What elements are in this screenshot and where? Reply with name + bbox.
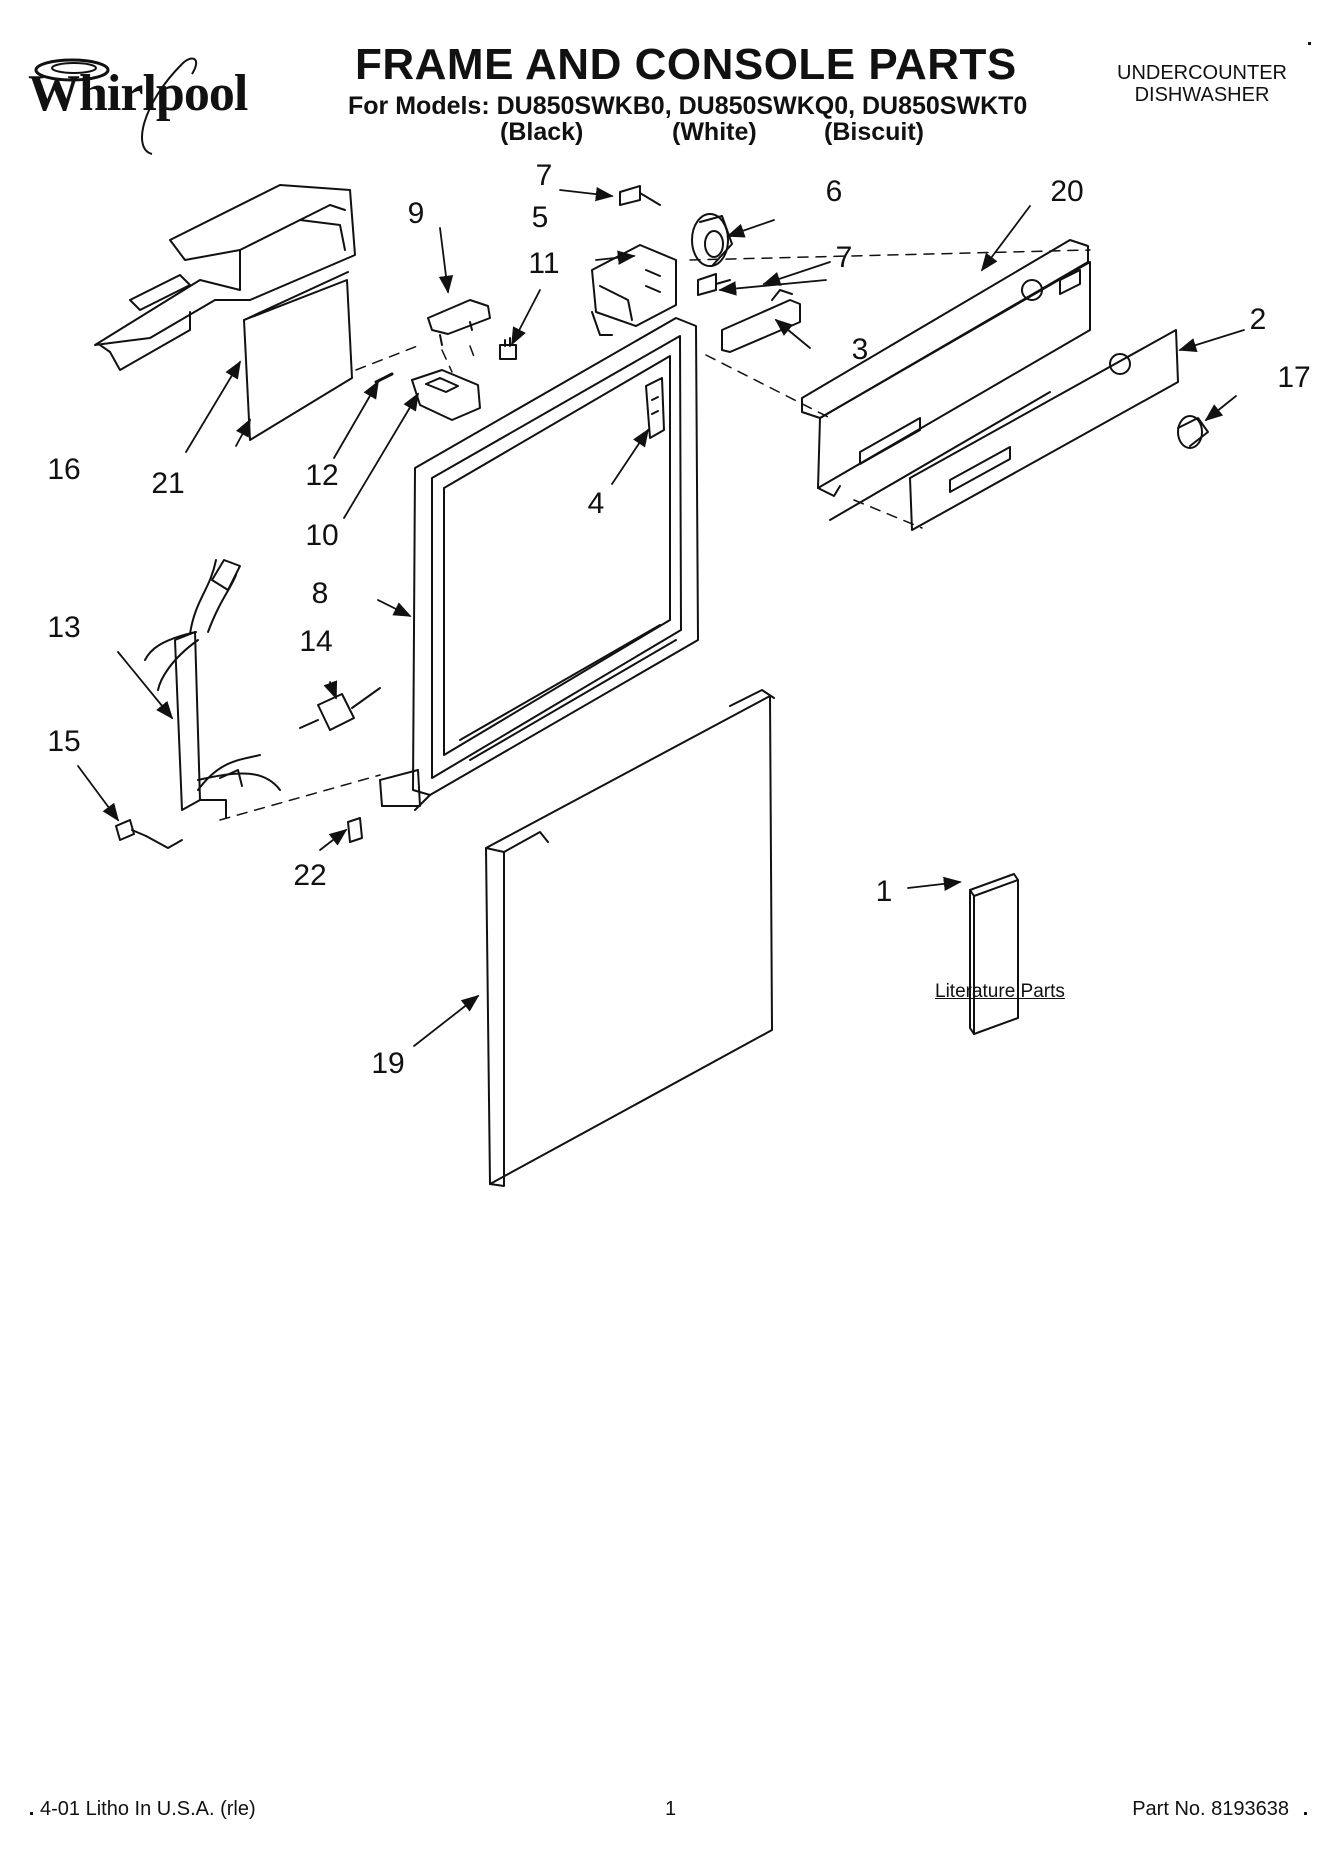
whirlpool-logo	[32, 44, 272, 164]
callout-19: 19	[371, 1047, 405, 1080]
part-13-harness	[144, 559, 281, 819]
callout-14: 14	[299, 625, 333, 658]
part-6-dial	[691, 213, 733, 267]
callout-7-mid: 7	[835, 241, 853, 274]
literature-parts-label: Literature Parts	[935, 981, 1065, 1002]
callout-1: 1	[875, 875, 893, 908]
model-list: For Models: DU850SWKB0, DU850SWKQ0, DU85…	[348, 92, 1028, 120]
part-10-bracket	[411, 369, 481, 421]
callout-10: 10	[305, 519, 339, 552]
appliance-type-line2: DISHWASHER	[1134, 84, 1270, 106]
callout-3: 3	[851, 333, 869, 366]
callout-16: 16	[47, 453, 81, 486]
callout-21: 21	[151, 467, 185, 500]
footer-part-number: Part No. 8193638	[1132, 1798, 1289, 1820]
callout-9: 9	[407, 197, 425, 230]
callout-arrows	[77, 186, 1245, 1047]
callout-8: 8	[311, 577, 329, 610]
callout-22: 22	[293, 859, 327, 892]
part-14-sensor	[299, 687, 381, 731]
callout-7-top: 7	[535, 159, 553, 192]
logo-wordmark: Whirlpool	[28, 65, 248, 122]
callout-6: 6	[825, 175, 843, 208]
callout-15: 15	[47, 725, 81, 758]
corner-mark	[30, 1812, 33, 1815]
part-8-frame	[379, 317, 699, 811]
appliance-type-line1: UNDERCOUNTER	[1117, 62, 1287, 84]
footer-litho: 4-01 Litho In U.S.A. (rle)	[40, 1798, 256, 1820]
callout-17: 17	[1277, 361, 1311, 394]
part-3-switch	[721, 289, 801, 353]
part-7-screw-top	[619, 185, 661, 206]
part-1-literature	[969, 873, 1019, 1035]
part-22-clip	[347, 817, 363, 843]
color-black-label: (Black)	[500, 118, 584, 146]
part-5-module	[591, 244, 677, 336]
callout-2: 2	[1249, 303, 1267, 336]
corner-mark	[1304, 1812, 1307, 1815]
part-12-strip	[374, 372, 394, 384]
part-15-screw	[115, 819, 183, 849]
color-white-label: (White)	[672, 118, 757, 146]
callout-11: 11	[528, 247, 560, 280]
part-21-sheet	[243, 271, 353, 441]
part-9-switch	[427, 299, 491, 346]
part-16-duct	[94, 184, 356, 371]
part-19-door-panel	[485, 689, 775, 1187]
part-17-knob	[1177, 415, 1209, 449]
callout-20: 20	[1050, 175, 1084, 208]
page-title: FRAME AND CONSOLE PARTS	[355, 40, 1017, 89]
callout-5: 5	[531, 201, 549, 234]
callout-13: 13	[47, 611, 81, 644]
corner-mark	[1308, 42, 1311, 45]
part-2-overlay	[909, 329, 1179, 531]
assembly-leaders	[219, 249, 1091, 821]
callout-12: 12	[305, 459, 339, 492]
footer-page-number: 1	[665, 1798, 677, 1820]
part-11-switch	[499, 337, 517, 360]
appliance-type: UNDERCOUNTER DISHWASHER	[1096, 62, 1308, 106]
part-4-clip	[645, 377, 665, 439]
part-20-console	[801, 239, 1091, 521]
part-7-screw-mid	[697, 273, 731, 296]
color-biscuit-label: (Biscuit)	[824, 118, 924, 146]
callout-4: 4	[587, 487, 605, 520]
